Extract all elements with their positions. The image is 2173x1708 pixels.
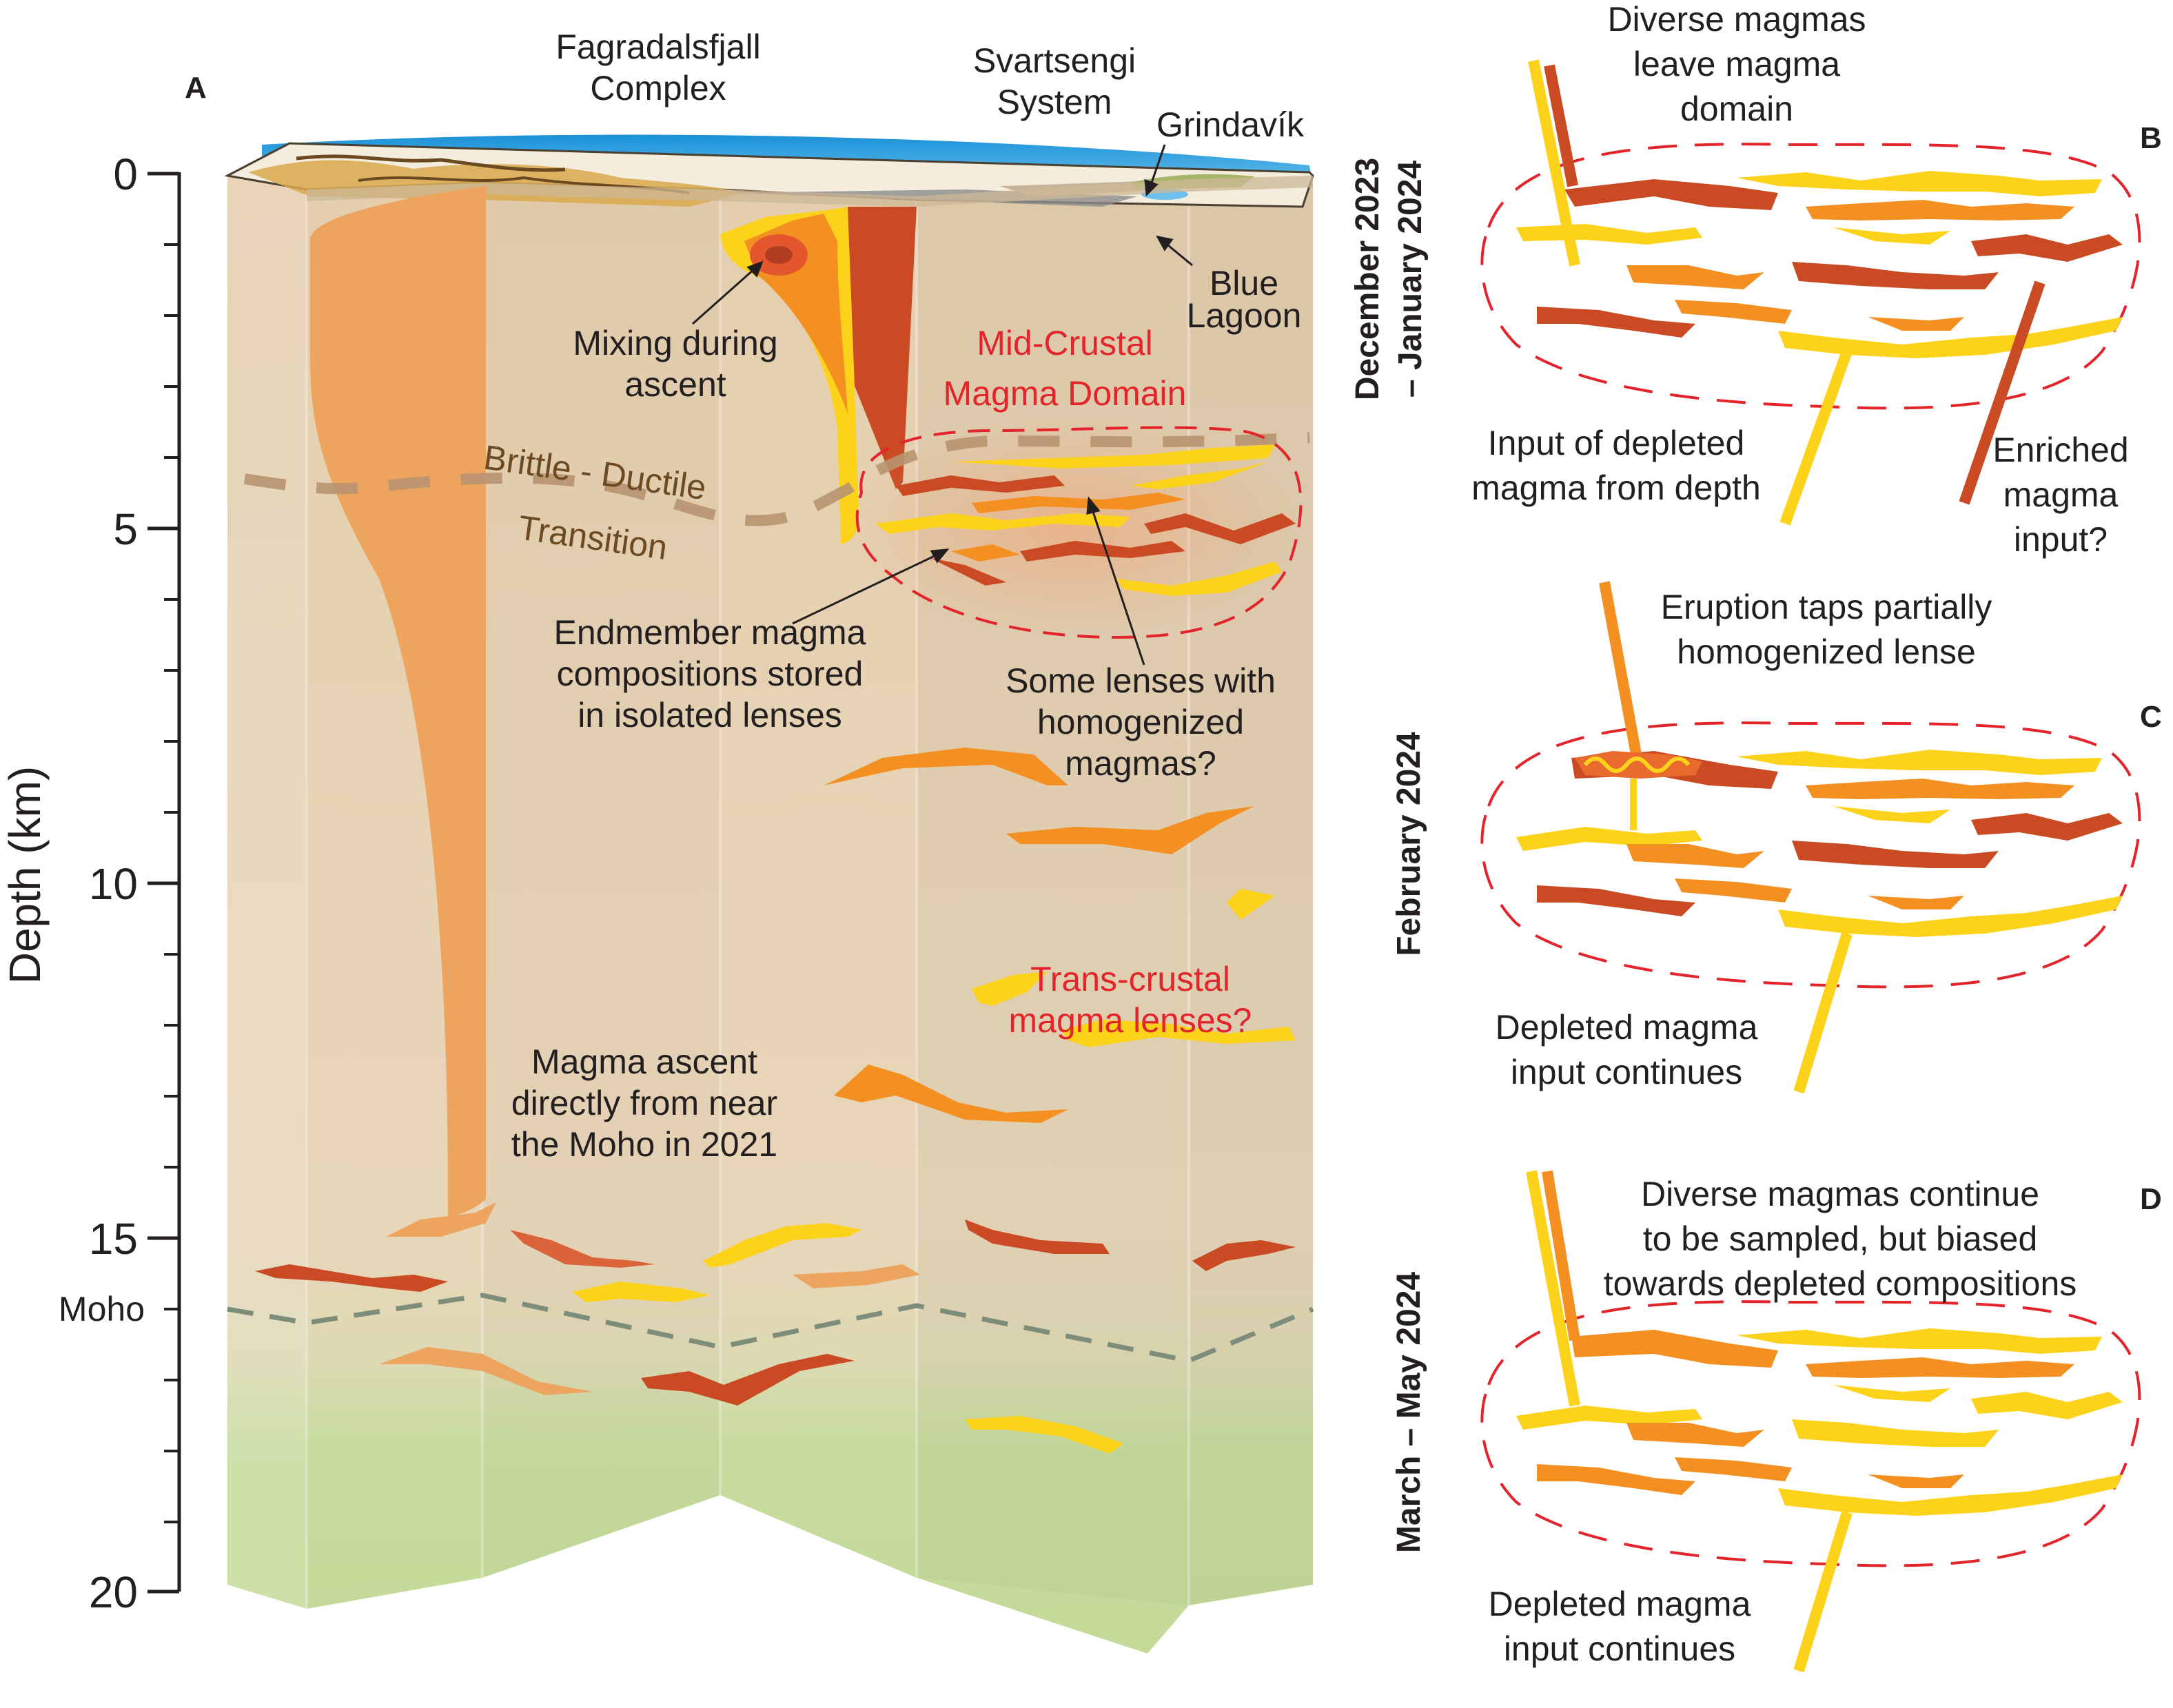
- trans-crustal-lenses: [824, 748, 1296, 1123]
- panel-d-bottom-2: input continues: [1504, 1629, 1735, 1668]
- homogenized-label-2: homogenized: [1037, 703, 1244, 741]
- panel-a: A: [0, 28, 1314, 1654]
- homogenized-label-1: Some lenses with: [1006, 661, 1276, 700]
- panel-b-enriched-input: [1959, 280, 2046, 505]
- mixing-label-1: Mixing during: [573, 324, 777, 362]
- surface-map: [224, 134, 1314, 208]
- panel-c-top-1: Eruption taps partially: [1661, 588, 1992, 626]
- svartsengi-label-2: System: [997, 83, 1112, 121]
- blue-lagoon-label-1: Blue: [1210, 264, 1278, 302]
- mixing-label-2: ascent: [624, 365, 726, 404]
- panel-b-enriched-3: input?: [2014, 520, 2108, 559]
- panel-c-depleted-input: [1793, 932, 1853, 1094]
- panel-c-bottom-2: input continues: [1511, 1053, 1742, 1091]
- homogenized-label-3: magmas?: [1065, 744, 1216, 783]
- deep-lenses: [255, 1220, 1296, 1454]
- panel-b: B December 2023 – January 2024 Diverse m…: [1349, 0, 2162, 559]
- svartsengi-label-1: Svartsengi: [973, 41, 1136, 80]
- panel-c: C February 2024 Eruption taps partially …: [1391, 581, 2162, 1094]
- plume-base-lens: [386, 1202, 496, 1237]
- panel-c-eruption-feeder: [1599, 581, 1642, 759]
- conduit: [720, 207, 917, 544]
- mid-crustal-lenses: [875, 444, 1296, 596]
- fagradalsfjall-label-2: Complex: [590, 69, 726, 107]
- panel-b-depleted-input: [1779, 349, 1853, 526]
- panel-c-date: February 2024: [1391, 732, 1427, 956]
- depth-axis-title: Depth (km): [0, 766, 50, 985]
- panel-d: D March – May 2024 Diverse magmas contin…: [1391, 1170, 2162, 1673]
- panel-b-feeder-red: [1544, 64, 1578, 187]
- panel-d-depleted-input: [1793, 1510, 1853, 1673]
- panel-c-letter: C: [2140, 700, 2162, 734]
- trans-crustal-label-2: magma lenses?: [1009, 1001, 1252, 1040]
- tick-label-15: 15: [89, 1214, 138, 1264]
- grindavik-label: Grindavík: [1156, 105, 1305, 144]
- fagradalsfjall-label-1: Fagradalsfjall: [555, 28, 760, 66]
- panel-c-mixed-lens: [1575, 751, 1702, 779]
- panel-b-enriched-2: magma: [2003, 475, 2119, 514]
- mid-crustal-domain-outline: [855, 426, 1303, 639]
- panel-d-top-3: towards depleted compositions: [1604, 1264, 2077, 1303]
- endmember-label-2: compositions stored: [557, 655, 864, 693]
- ascent-label-3: the Moho in 2021: [511, 1125, 777, 1164]
- leader-arrows: [692, 144, 1193, 666]
- panel-d-feeder-orange: [1542, 1170, 1580, 1341]
- blue-lagoon-label-2: Lagoon: [1187, 296, 1302, 335]
- panel-a-letter: A: [185, 71, 207, 105]
- ascent-label-1: Magma ascent: [531, 1042, 757, 1081]
- panel-d-top-1: Diverse magmas continue: [1641, 1175, 2039, 1213]
- panel-d-lenses: [1516, 1328, 2123, 1516]
- panel-d-feeder-yellow: [1526, 1170, 1580, 1407]
- panel-b-input-2: magma from depth: [1471, 469, 1761, 507]
- panel-c-top-2: homogenized lense: [1677, 632, 1976, 671]
- panel-b-top-1: Diverse magmas: [1607, 0, 1866, 39]
- mid-crustal-label-1: Mid-Crustal: [977, 324, 1153, 362]
- minor-ticks: [164, 243, 179, 1523]
- panel-b-top-2: leave magma: [1633, 45, 1840, 83]
- mid-crustal-label-2: Magma Domain: [943, 374, 1187, 413]
- tick-label-20: 20: [89, 1567, 138, 1617]
- tick-label-10: 10: [89, 859, 138, 909]
- panel-d-bottom-1: Depleted magma: [1489, 1585, 1751, 1623]
- trans-crustal-label-1: Trans-crustal: [1030, 960, 1230, 998]
- panel-b-date-1: December 2023: [1349, 158, 1386, 400]
- panel-b-feeder-yellow: [1528, 59, 1580, 267]
- panel-c-bottom-1: Depleted magma: [1496, 1008, 1758, 1047]
- moho-label: Moho: [59, 1290, 145, 1328]
- magma-plume-2021: [310, 186, 486, 1216]
- panel-b-lenses: [1516, 171, 2123, 358]
- panel-d-date: March – May 2024: [1391, 1272, 1427, 1554]
- tick-label-0: 0: [113, 150, 138, 199]
- panel-d-letter: D: [2140, 1182, 2162, 1216]
- depth-axis: 0 5 10 15 20 Moho Depth (km): [0, 150, 181, 1617]
- brittle-ductile-line: [243, 432, 1310, 526]
- ascent-label-2: directly from near: [511, 1084, 777, 1122]
- mid-crustal-glow: [844, 417, 1299, 637]
- panel-b-top-3: domain: [1680, 90, 1793, 128]
- panel-b-enriched-1: Enriched: [1992, 431, 2128, 469]
- panel-b-input-1: Input of depleted: [1488, 424, 1745, 462]
- panel-b-letter: B: [2140, 121, 2162, 155]
- panel-d-top-2: to be sampled, but biased: [1643, 1220, 2038, 1258]
- endmember-label-1: Endmember magma: [554, 613, 866, 652]
- panel-c-lenses: [1516, 750, 2123, 937]
- tick-label-5: 5: [113, 504, 138, 554]
- endmember-label-3: in isolated lenses: [578, 696, 842, 734]
- panel-b-date-2: – January 2024: [1392, 161, 1429, 398]
